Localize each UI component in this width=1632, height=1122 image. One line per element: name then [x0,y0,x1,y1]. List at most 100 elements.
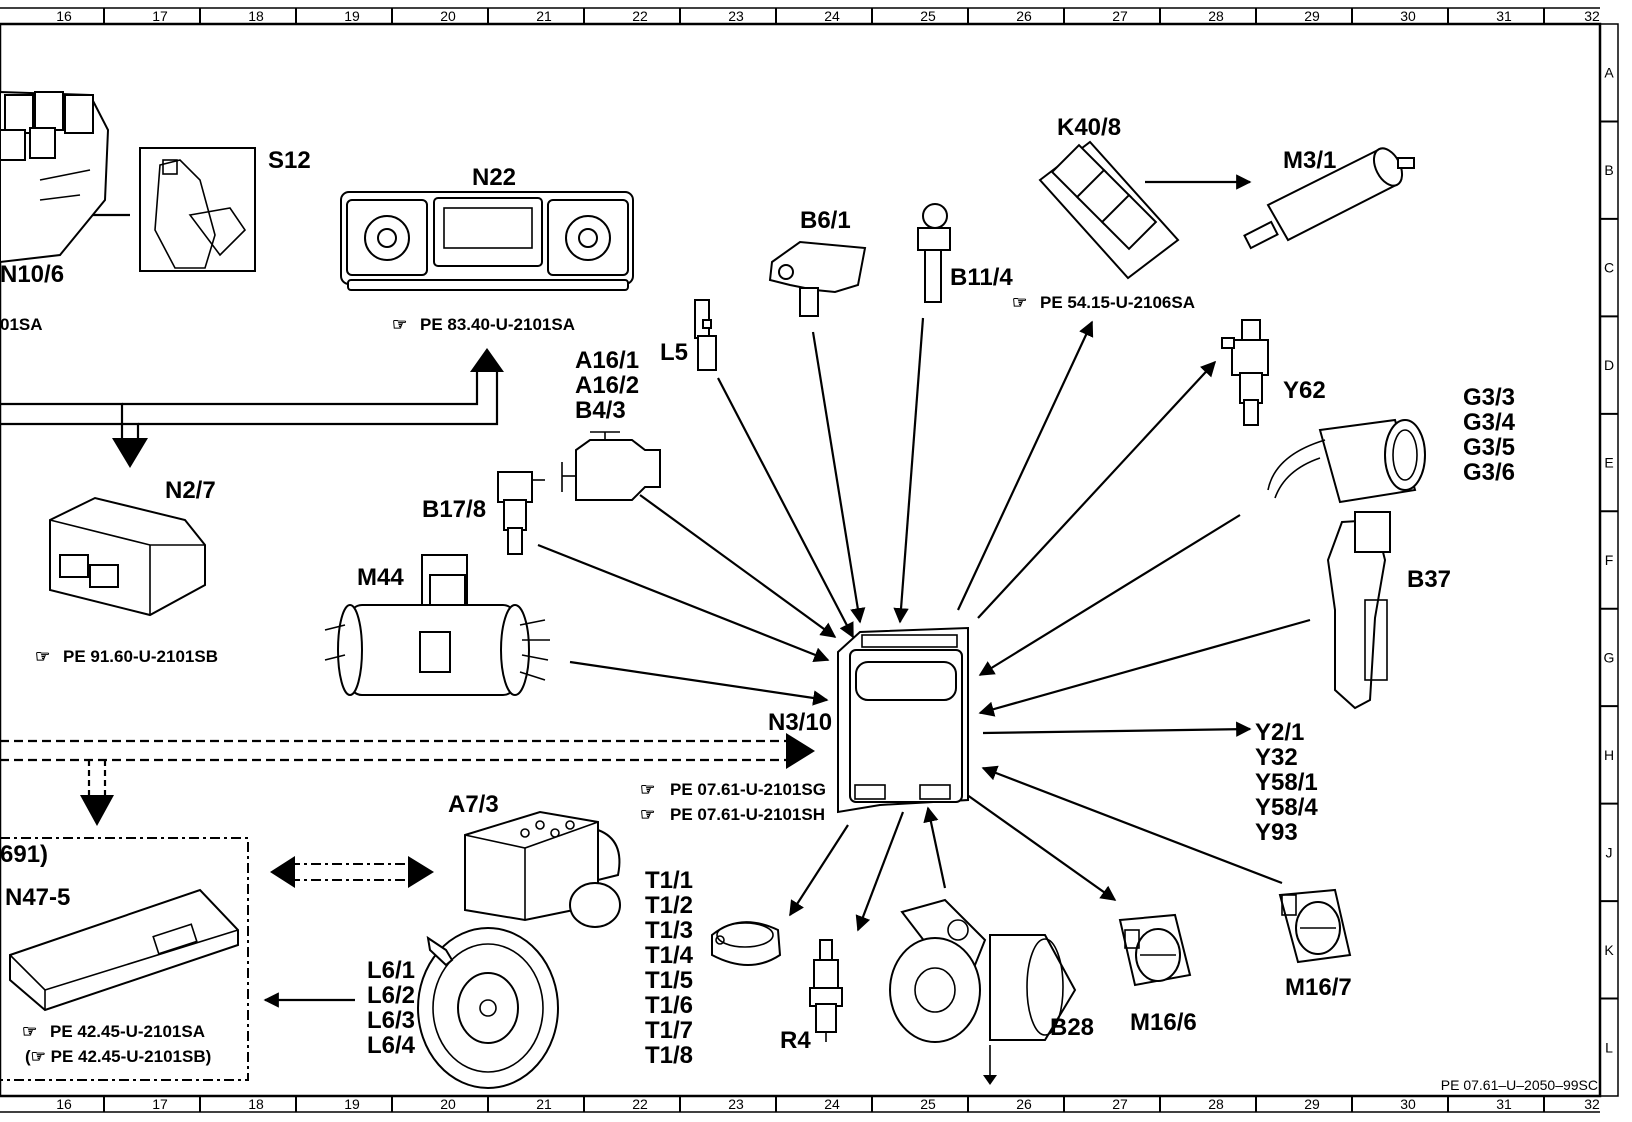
ref-icon-N3-10-b: ☞ [640,805,655,824]
column-number: 16 [56,8,72,24]
bus-N2-7-a [0,402,124,440]
wire-B6-1 [811,331,866,624]
row-letter: K [1604,942,1614,958]
row-letter: C [1604,260,1614,276]
A16-knock-sensor-engine-symbol [561,431,661,501]
column-number: 18 [248,8,264,24]
column-number: 19 [344,8,360,24]
bus-N2-7-b [0,422,140,440]
column-number: 16 [56,1096,72,1112]
M16-6-throttle-actuator [1118,913,1192,987]
column-number: 22 [632,8,648,24]
label-M16-7: M16/7 [1285,974,1352,1001]
column-number: 26 [1016,1096,1032,1112]
column-number: 28 [1208,1096,1224,1112]
label-T1-3: T1/3 [645,917,693,944]
row-letter: F [1605,552,1614,568]
bus-N22-arrow [470,348,504,372]
row-letter: B [1604,162,1613,178]
frame [0,7,1619,1113]
label-A7-3: A7/3 [448,791,499,818]
wire-M16-6 [962,791,1117,901]
label-G3-4: G3/4 [1463,409,1516,436]
column-number: 29 [1304,1096,1320,1112]
column-number: 26 [1016,8,1032,24]
wire-G3 [978,514,1241,676]
label-N10-6: N10/6 [0,261,64,288]
label-T1-4: T1/4 [645,942,694,969]
label-N22: N22 [472,164,516,191]
label-B11-4: B11/4 [950,264,1013,291]
label-A16-2: A16/2 [575,372,639,399]
ref-icon-K40-8: ☞ [1012,293,1027,312]
label-Y32: Y32 [1255,744,1298,771]
column-number: 21 [536,1096,552,1112]
label-B17-8: B17/8 [422,496,486,523]
M16-7-throttle-actuator [1278,888,1352,964]
B28-pressure-sensor-housing [889,898,1077,1085]
label-G3-6: G3/6 [1463,459,1515,486]
wire-Y2-1 [982,721,1252,737]
label-T1-1: T1/1 [645,867,693,894]
label-Y58-4: Y58/4 [1255,794,1318,821]
column-number: 32 [1584,1096,1600,1112]
ref-N47-5-b: (☞ PE 42.45-U-2101SB) [25,1047,211,1066]
wire-B37 [978,618,1311,717]
connection-lines [0,174,1311,1008]
column-number: 31 [1496,8,1512,24]
K40-8-relay-module [1038,140,1180,280]
row-letter: L [1605,1039,1613,1055]
B17-8-sensor [497,471,545,555]
column-number: 30 [1400,8,1416,24]
column-number: 23 [728,1096,744,1112]
B37-accelerator-pedal [1326,511,1391,710]
label-L6-1: L6/1 [367,957,415,984]
N22-climate-panel [340,191,634,291]
T1-ignition-coil [711,921,782,966]
label-T1-7: T1/7 [645,1017,693,1044]
label-T1-2: T1/2 [645,892,693,919]
label-L6-3: L6/3 [367,1007,415,1034]
A7-3-hydraulic-unit [464,810,621,928]
column-number: 20 [440,1096,456,1112]
label-N2-7: N2/7 [165,477,216,504]
label-691: 691) [0,841,48,868]
ref-N22: PE 83.40-U-2101SA [420,315,575,334]
column-number: 29 [1304,8,1320,24]
bus-N22-b [138,370,499,426]
column-number: 31 [1496,1096,1512,1112]
ref-icon-N2-7: ☞ [35,647,50,666]
label-S12: S12 [268,147,311,174]
label-T1-8: T1/8 [645,1042,693,1069]
label-K40-8: K40/8 [1057,114,1121,141]
wire-B17-8 [537,543,830,663]
label-Y93: Y93 [1255,819,1298,846]
label-B6-1: B6/1 [800,207,851,234]
label-N3-10: N3/10 [768,709,832,736]
wire-B11-4 [893,317,925,624]
row-letter: H [1604,747,1614,763]
wire-K40-8 [957,320,1094,611]
G3-sensor-housing [1267,418,1426,504]
ref-icon-N22: ☞ [392,315,407,334]
label-T1-6: T1/6 [645,992,693,1019]
B6-1-camshaft-sensor [768,240,867,317]
ref-N47-5-a: PE 42.45-U-2101SA [50,1022,205,1041]
label-T1-5: T1/5 [645,967,693,994]
column-number: 28 [1208,8,1224,24]
row-letter: E [1604,455,1613,471]
ref-K40-8: PE 54.15-U-2106SA [1040,293,1195,312]
label-Y58-1: Y58/1 [1255,769,1318,796]
N2-7-airbag-module [49,496,206,617]
component-labels: S12 N10/6 01SA N22 ☞ PE 83.40-U-2101SA B… [0,114,1516,1069]
wire-L5 [717,377,854,639]
wire-R4 [855,811,905,932]
label-B37: B37 [1407,566,1451,593]
label-M3-1: M3/1 [1283,147,1336,174]
bus-N22-a [122,370,479,406]
ref-icon-N47-5: ☞ [22,1022,37,1041]
wire-A16 [639,494,837,638]
